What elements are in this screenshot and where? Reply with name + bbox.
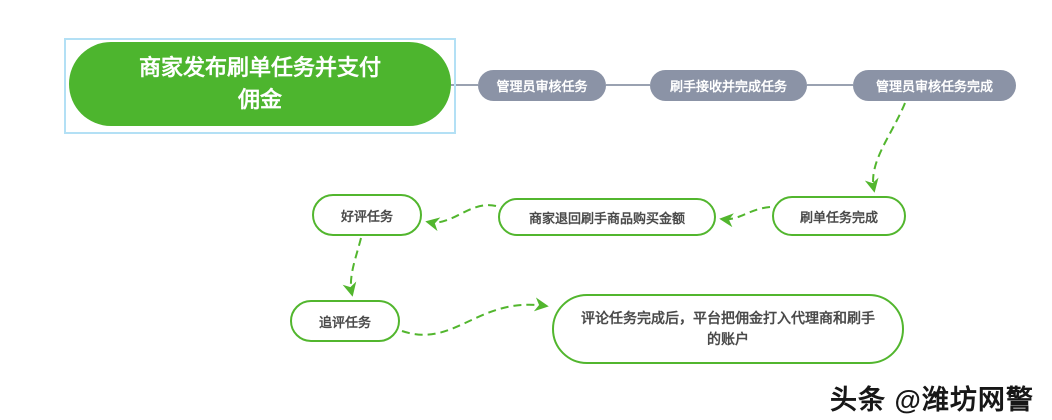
node-label: 管理员审核任务完成 (875, 79, 993, 94)
node-label: 商家退回刷手商品购买金额 (528, 210, 685, 226)
node-brusher-accept-complete[interactable]: 刷手接收并完成任务 (650, 70, 807, 101)
node-label: 商家发布刷单任务并支付佣金 (138, 55, 381, 112)
node-label: 刷单任务完成 (799, 209, 878, 225)
node-follow-up-review-task[interactable]: 追评任务 (290, 300, 400, 342)
node-merchant-refund[interactable]: 商家退回刷手商品购买金额 (498, 198, 716, 236)
node-label: 评论任务完成后，平台把佣金打入代理商和刷手的账户 (581, 310, 875, 347)
edge-reviewdone-to-taskdone (864, 102, 906, 193)
node-commission-payout[interactable]: 评论任务完成后，平台把佣金打入代理商和刷手的账户 (552, 294, 904, 364)
watermark-text: 头条 @潍坊网警 (830, 385, 1034, 415)
node-label: 好评任务 (340, 208, 393, 224)
node-label: 管理员审核任务 (496, 79, 588, 94)
node-admin-review-complete[interactable]: 管理员审核任务完成 (853, 70, 1016, 101)
edge-followreview-to-commission (401, 297, 549, 336)
node-brushing-task-done[interactable]: 刷单任务完成 (772, 196, 906, 236)
node-merchant-publish-task[interactable]: 商家发布刷单任务并支付佣金 (69, 42, 451, 126)
selection-box (64, 38, 456, 134)
node-label: 追评任务 (318, 314, 371, 330)
edge-goodreview-to-followreview (342, 237, 362, 297)
edge-taskdone-to-refund (719, 206, 771, 228)
edge-refund-to-goodreview (425, 204, 497, 232)
watermark-toutiao-weifang-police: 头条 @潍坊网警 (830, 378, 1034, 417)
node-admin-review-task[interactable]: 管理员审核任务 (478, 70, 606, 101)
node-label: 刷手接收并完成任务 (669, 79, 787, 94)
node-good-review-task[interactable]: 好评任务 (312, 194, 422, 236)
